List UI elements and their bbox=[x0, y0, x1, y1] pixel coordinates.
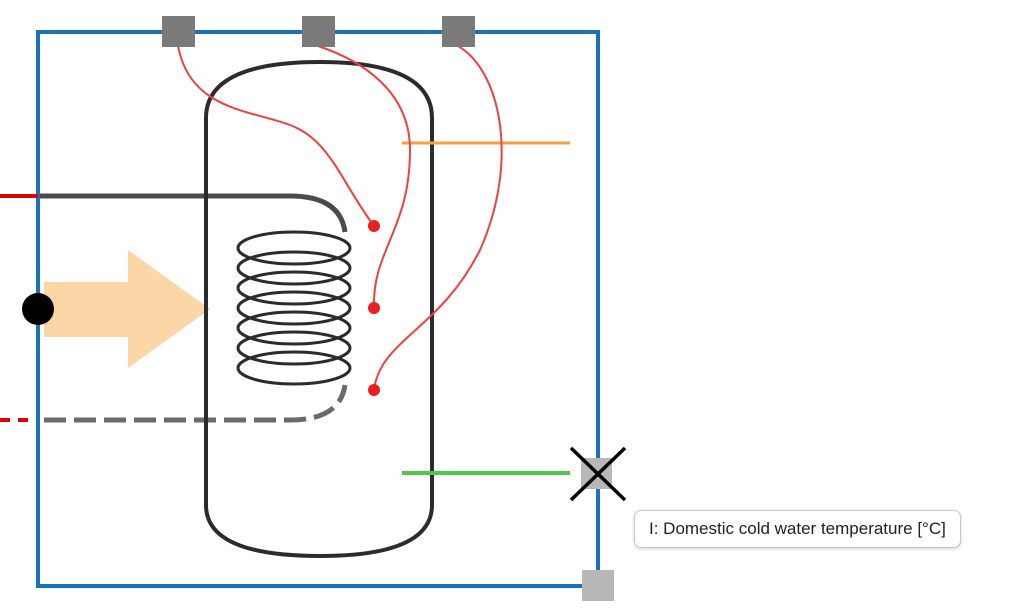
coil-loop bbox=[236, 290, 352, 326]
coil-loop bbox=[236, 310, 352, 346]
coil-loop bbox=[236, 330, 352, 366]
tooltip-text: I: Domestic cold water temperature [°C] bbox=[649, 519, 946, 538]
coil-outlet-pipe bbox=[44, 384, 348, 423]
cross-marker-icon[interactable] bbox=[569, 446, 627, 502]
sensor-point-bottom[interactable] bbox=[368, 384, 380, 396]
coil-loop bbox=[236, 230, 352, 266]
coil-inlet-pipe bbox=[40, 193, 348, 233]
heat-exchanger-coil bbox=[236, 230, 352, 386]
sensor-point-middle[interactable] bbox=[368, 302, 380, 314]
sensor-wire-bottom bbox=[373, 45, 503, 391]
coil-loop bbox=[236, 250, 352, 286]
gray-square-icon[interactable] bbox=[162, 16, 195, 47]
coil-loop bbox=[236, 350, 352, 386]
sensor-wire-middle bbox=[317, 45, 412, 309]
connector-tooltip: I: Domestic cold water temperature [°C] bbox=[634, 510, 961, 548]
storage-tank-body bbox=[204, 59, 434, 559]
sensor-wire-top bbox=[177, 45, 375, 227]
coil-loop bbox=[236, 270, 352, 306]
gray-square-icon[interactable] bbox=[582, 570, 614, 601]
heat-flow-arrow bbox=[44, 250, 210, 368]
gray-square-icon[interactable] bbox=[302, 16, 335, 47]
sensor-point-top[interactable] bbox=[368, 220, 380, 232]
gray-square-icon[interactable] bbox=[442, 16, 475, 47]
black-dot-icon[interactable] bbox=[22, 293, 54, 325]
